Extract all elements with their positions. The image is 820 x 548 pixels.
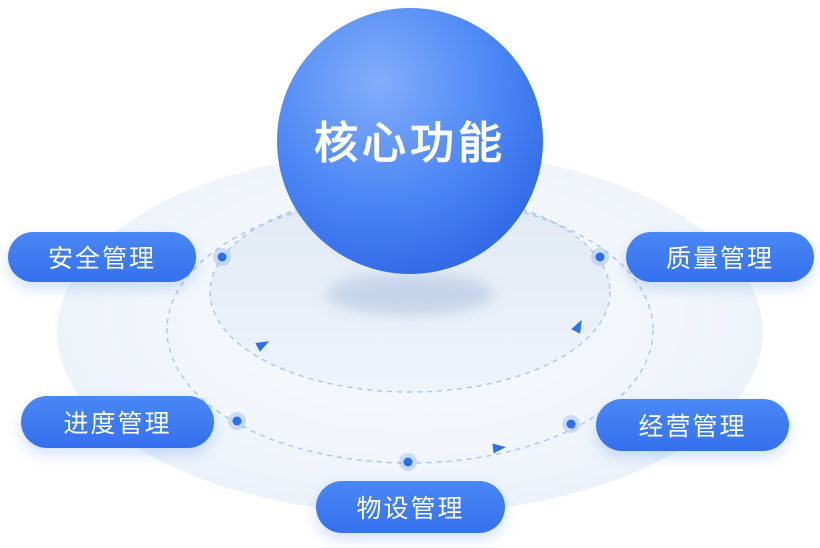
sphere-shadow [326, 273, 494, 315]
orbit-dot [562, 415, 580, 433]
node-pill-safety[interactable]: 安全管理 [8, 232, 196, 282]
orbit-dot [213, 248, 231, 266]
orbit-dot [399, 453, 417, 471]
orbit-arrow-icon [571, 319, 582, 334]
inner-orbit [209, 191, 611, 393]
node-pill-equipment[interactable]: 物设管理 [316, 481, 505, 533]
orbit-dot [591, 248, 609, 266]
orbit-dot [228, 412, 246, 430]
node-pill-progress[interactable]: 进度管理 [21, 396, 214, 448]
orbit-arrow-icon [255, 341, 270, 352]
node-pill-operation[interactable]: 经营管理 [596, 399, 789, 451]
orbit-arrow-icon [492, 443, 506, 454]
center-sphere-label: 核心功能 [314, 119, 506, 168]
node-pill-quality[interactable]: 质量管理 [626, 232, 814, 282]
core-sphere: 核心功能 [277, 8, 543, 274]
